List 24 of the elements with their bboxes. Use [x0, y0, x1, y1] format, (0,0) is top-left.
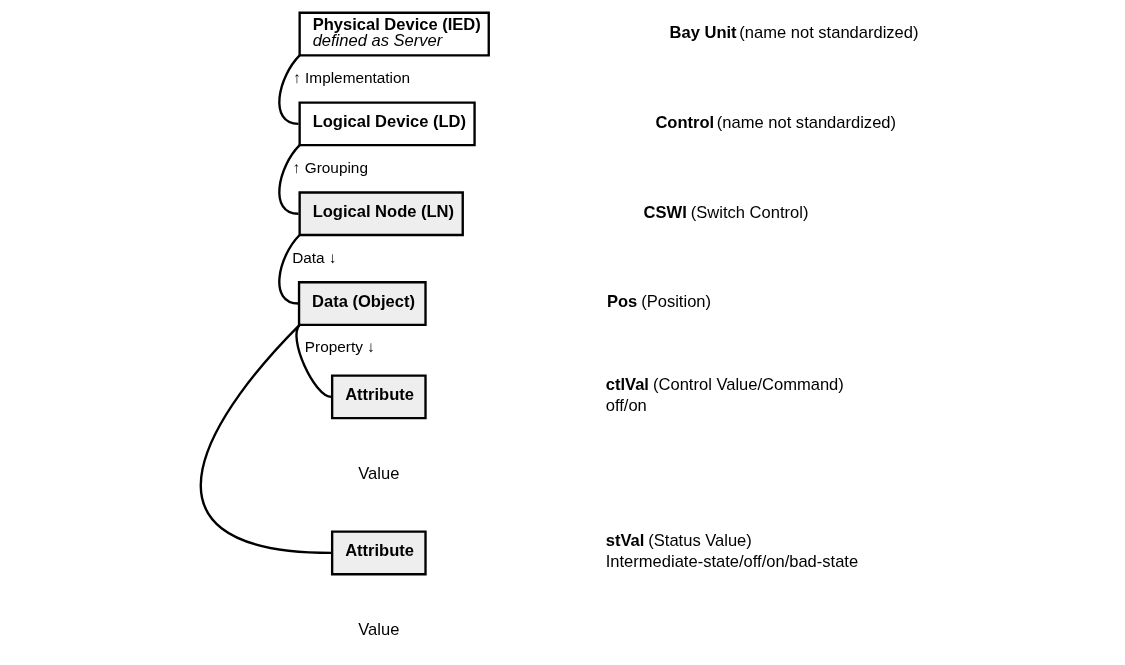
label: Control (name not standardized) [655, 112, 897, 132]
connector [278, 144, 301, 215]
label: CSWI (Switch Control) [643, 202, 809, 222]
label: stVal (Status Value) [605, 531, 752, 551]
connector [278, 234, 301, 305]
connector [199, 324, 332, 555]
edge-label: Property ↓ [304, 338, 375, 356]
label: Bay Unit (name not standardized) [669, 22, 919, 42]
node-box: Logical Device (LD) [298, 101, 476, 147]
node-box: Attribute [330, 530, 427, 576]
node-box: Attribute [330, 374, 427, 420]
node-box: Logical Node (LN) [298, 191, 464, 237]
edge-label: Data ↓ [292, 248, 337, 266]
node-box: Physical Device (IED) defined as Server [298, 11, 490, 57]
node-label: Value [358, 464, 400, 484]
label: Pos (Position) [606, 292, 712, 312]
node-box: Data (Object) [297, 281, 427, 326]
node-label: Value [358, 620, 400, 640]
connector [278, 54, 301, 126]
edge-label: ↑ Implementation [293, 69, 411, 86]
label: off/on [605, 396, 647, 416]
label: ctlVal (Control Value/Command) [605, 375, 844, 395]
edge-label: ↑ Grouping [292, 158, 368, 176]
label: Intermediate-state/off/on/bad-state [605, 552, 859, 572]
